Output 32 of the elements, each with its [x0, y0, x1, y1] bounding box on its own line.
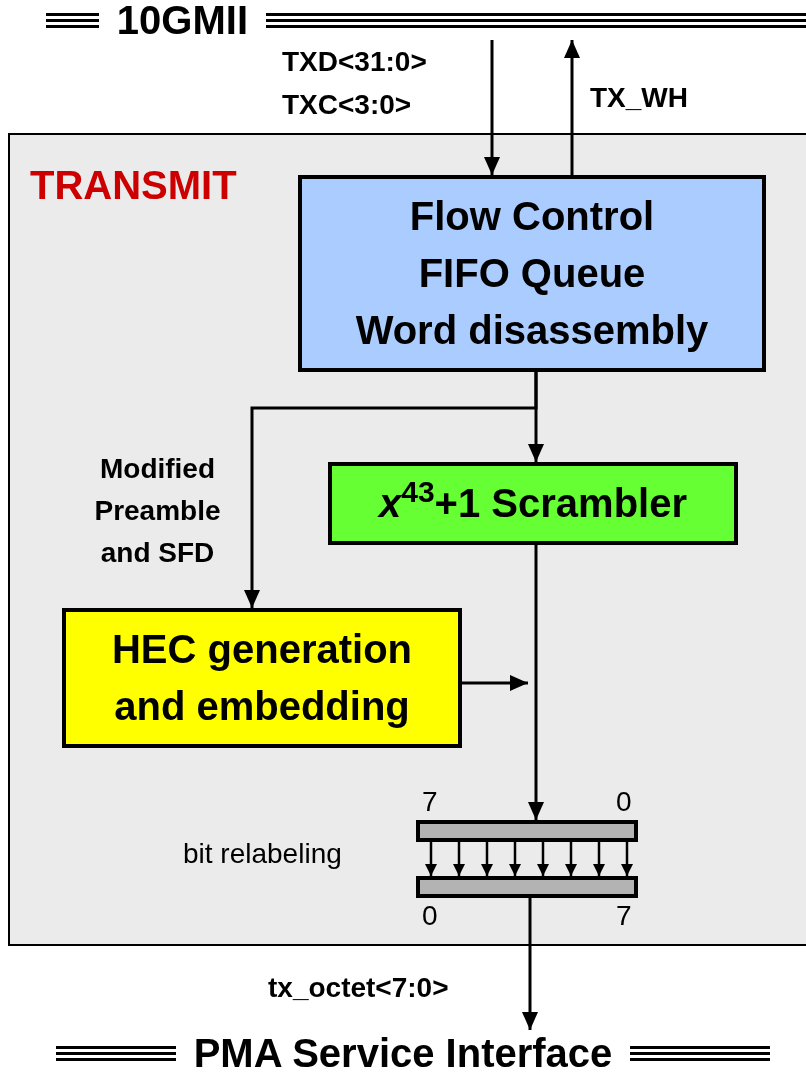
arrow — [425, 842, 437, 876]
bit-index: 0 — [422, 902, 438, 930]
annotation: bit relabeling — [183, 838, 342, 870]
arrow — [537, 842, 549, 876]
arrow — [593, 842, 605, 876]
arrow — [453, 842, 465, 876]
arrow — [244, 372, 538, 608]
arrow — [509, 842, 521, 876]
bit-index: 0 — [616, 788, 632, 816]
arrow — [522, 898, 538, 1030]
register-bar — [416, 876, 638, 898]
panel-title: TRANSMIT — [30, 163, 237, 207]
bit-index: 7 — [422, 788, 438, 816]
arrow — [621, 842, 633, 876]
edge-label: TXD<31:0> TXC<3:0> — [282, 45, 428, 122]
edge-label: tx_octet<7:0> — [268, 971, 450, 1005]
edge-label: Modified Preamble and SFD — [93, 452, 222, 570]
interface-label: 10GMII — [116, 0, 248, 40]
bit-index: 7 — [616, 902, 632, 930]
arrow — [484, 40, 500, 175]
process-box: Flow Control FIFO Queue Word disassembly — [298, 175, 766, 372]
panel — [8, 133, 806, 946]
process-box: HEC generation and embedding — [62, 608, 462, 748]
arrow — [565, 842, 577, 876]
edge-label: TX_WH — [590, 81, 689, 115]
scrambler-box: x$^{43}$+1 Scrambler — [328, 462, 738, 545]
arrow — [564, 40, 580, 175]
arrow — [528, 545, 544, 820]
interface-label: PMA Service Interface — [193, 1033, 613, 1073]
register-bar — [416, 820, 638, 842]
arrow — [481, 842, 493, 876]
arrow — [462, 675, 528, 691]
